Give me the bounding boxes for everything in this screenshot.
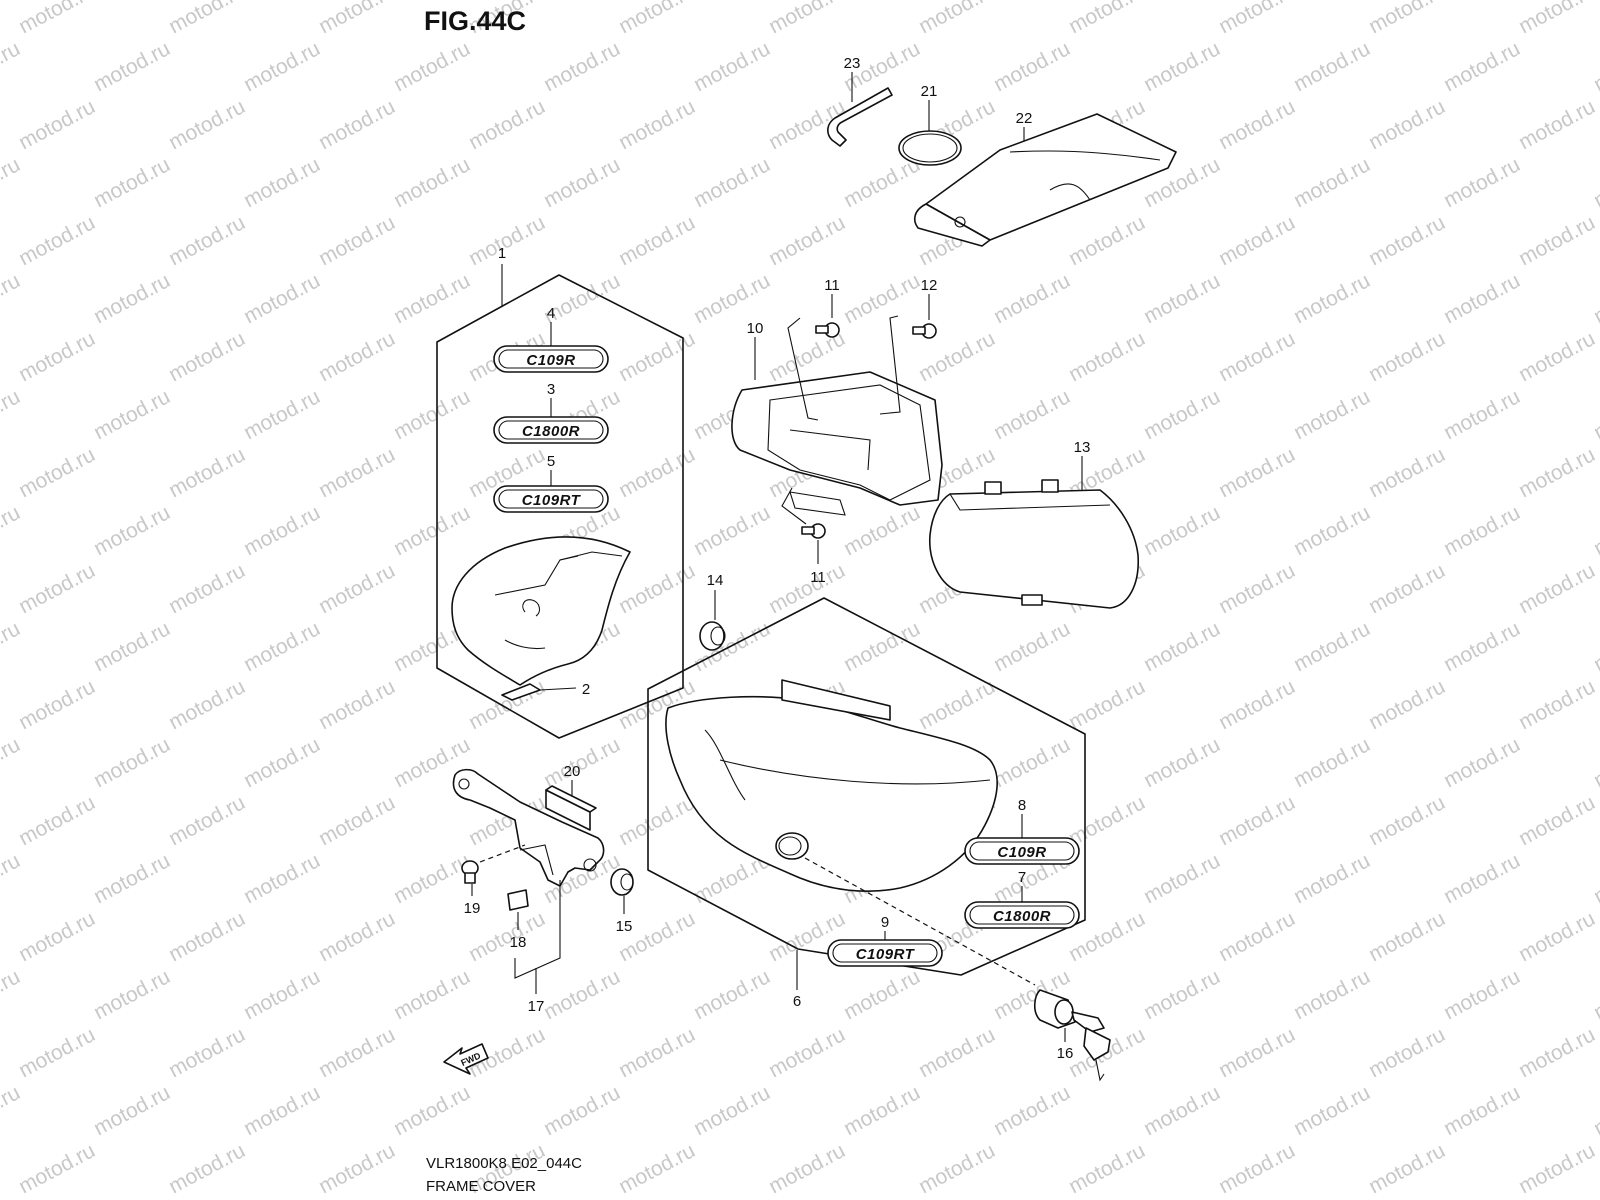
o-ring-21 <box>898 130 962 166</box>
callout-11-lower: 11 <box>810 569 826 586</box>
pad-18 <box>507 889 529 911</box>
lock-cylinder-16 <box>1033 989 1111 1082</box>
emblem-7: C1800R <box>964 901 1080 929</box>
frame-cover-6 <box>665 679 998 892</box>
group-frame-6 <box>647 597 1086 976</box>
callout-15: 15 <box>616 918 633 935</box>
emblem-3-label: C1800R <box>522 423 580 440</box>
dash-ref-12 <box>879 315 901 415</box>
emblem-8: C109R <box>964 837 1080 865</box>
callout-6: 6 <box>793 993 801 1010</box>
bolt-19 <box>461 860 479 884</box>
emblem-7-label: C1800R <box>993 908 1051 925</box>
battery-case-10 <box>731 371 943 516</box>
callout-7: 7 <box>1018 869 1026 886</box>
callout-8: 8 <box>1018 797 1026 814</box>
callout-23: 23 <box>844 55 861 72</box>
figure-code: VLR1800K8 E02_044C <box>426 1155 582 1172</box>
cushion-20 <box>545 785 597 831</box>
screw-11-upper <box>815 322 840 338</box>
emblem-9-label: C109RT <box>856 946 916 963</box>
figure-title: FIG.44C <box>424 6 527 36</box>
callout-5: 5 <box>547 453 555 470</box>
forward-arrow-icon: FWD <box>443 1043 489 1075</box>
group-frame-1 <box>436 274 684 739</box>
dash-ref-19 <box>479 844 526 863</box>
screw-11-lower <box>801 523 826 539</box>
left-side-cover-panel <box>451 536 631 686</box>
callout-18: 18 <box>510 934 527 951</box>
bracket-17 <box>452 768 605 887</box>
callout-11-upper: 11 <box>824 277 840 294</box>
dash-ref-11a <box>787 317 819 421</box>
callout-21: 21 <box>921 83 938 100</box>
emblem-9: C109RT <box>827 939 943 967</box>
grommet-14 <box>699 621 726 651</box>
callout-16: 16 <box>1057 1045 1074 1062</box>
callout-22: 22 <box>1016 110 1033 127</box>
emblem-3: C1800R <box>493 416 609 444</box>
dash-ref-11b <box>781 487 807 525</box>
hex-key-23 <box>827 87 893 147</box>
callout-1: 1 <box>498 245 506 262</box>
dash-ref-16 <box>804 857 1036 986</box>
leader-2 <box>539 687 577 691</box>
callout-3: 3 <box>547 381 555 398</box>
emblem-4: C109R <box>493 345 609 373</box>
emblem-5-label: C109RT <box>522 492 582 509</box>
callout-10: 10 <box>747 320 764 337</box>
callout-9: 9 <box>881 914 889 931</box>
grommet-15 <box>610 868 634 896</box>
callout-13: 13 <box>1074 439 1091 456</box>
callout-20: 20 <box>564 763 581 780</box>
emblem-5: C109RT <box>493 485 609 513</box>
callout-19: 19 <box>464 900 481 917</box>
tool-bag-22 <box>913 113 1177 247</box>
callout-4: 4 <box>547 305 555 322</box>
figure-name: FRAME COVER <box>426 1178 537 1195</box>
callout-2: 2 <box>582 681 590 698</box>
bracket-ref-17 <box>514 880 561 979</box>
housing-13 <box>929 479 1139 609</box>
callout-14: 14 <box>707 572 724 589</box>
pad-2 <box>501 683 541 701</box>
screw-12 <box>912 323 937 339</box>
emblem-4-label: C109R <box>526 352 575 369</box>
callout-12: 12 <box>921 277 938 294</box>
emblem-8-label: C109R <box>997 844 1046 861</box>
callout-17: 17 <box>528 998 545 1015</box>
